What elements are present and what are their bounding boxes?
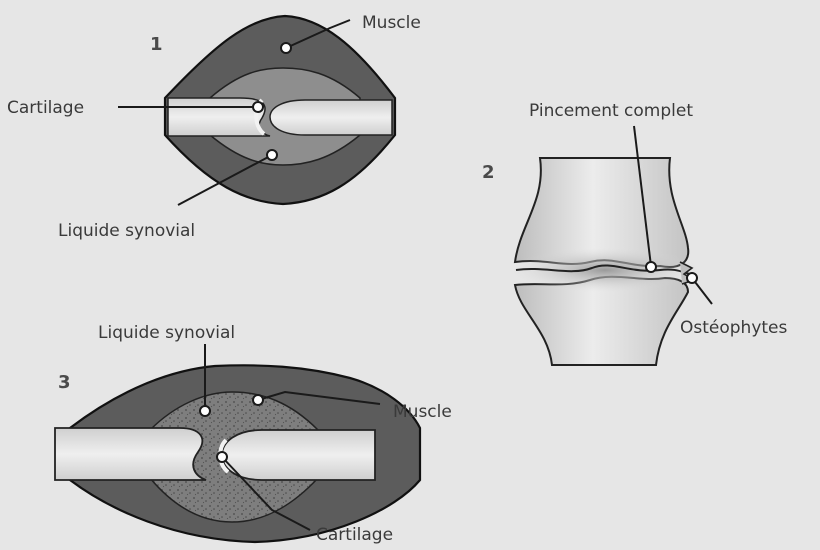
panel-2-arthritic-knee: [510, 158, 700, 365]
panel-1-healthy-joint: [165, 16, 395, 204]
panel-1-synovial-marker: [267, 150, 277, 160]
panel-1-muscle-label: Muscle: [362, 13, 421, 33]
panel-3-muscle-label: Muscle: [393, 402, 452, 422]
panel-3-cartilage-label: Cartilage: [316, 525, 393, 545]
panel-3-left-bone: [55, 428, 206, 480]
panel-2-osteophytes-marker: [687, 273, 697, 283]
panel-1-cartilage-marker: [253, 102, 263, 112]
panel-1-cartilage-label: Cartilage: [7, 98, 84, 118]
panel-1-muscle-marker: [281, 43, 291, 53]
panel-3-synovial-marker: [200, 406, 210, 416]
panel-2-pinching-marker: [646, 262, 656, 272]
panel-2-number: 2: [482, 162, 495, 183]
panel-3-muscle-marker: [253, 395, 263, 405]
panel-2-pinching-label: Pincement complet: [529, 101, 693, 121]
panel-3-inflamed-joint: [55, 365, 420, 542]
panel-3-cartilage-marker: [217, 452, 227, 462]
panel-1-right-bone: [270, 100, 392, 135]
panel-1-number: 1: [150, 34, 163, 55]
panel-3-number: 3: [58, 372, 71, 393]
panel-1-synovial-label: Liquide synovial: [58, 221, 195, 241]
panel-3-right-bone: [222, 430, 375, 480]
panel-2-osteophytes-label: Ostéophytes: [680, 318, 788, 338]
panel-3-synovial-label: Liquide synovial: [98, 323, 235, 343]
